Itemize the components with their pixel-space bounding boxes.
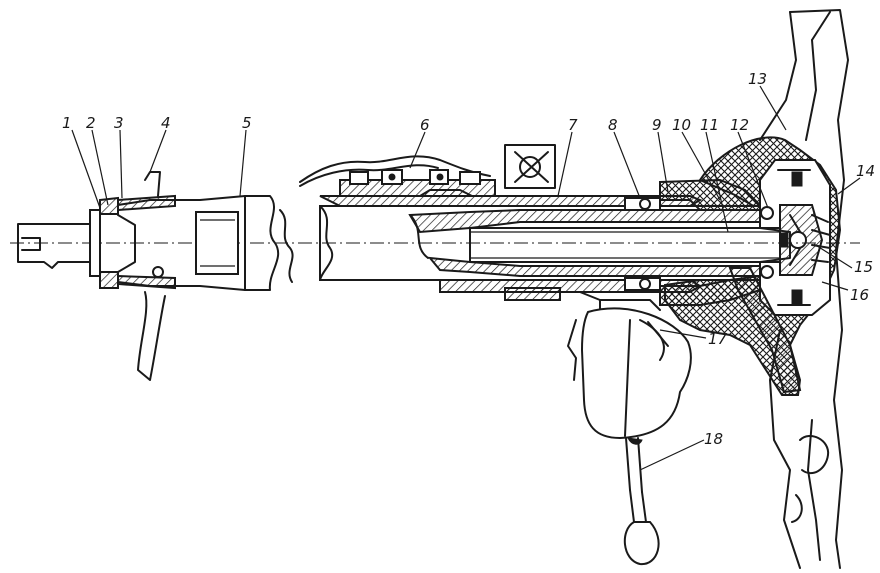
callout-7: 7 — [568, 116, 578, 134]
callout-1: 1 — [62, 114, 72, 132]
callout-4: 4 — [161, 114, 171, 132]
callout-16: 16 — [850, 286, 869, 304]
steering-shaft — [469, 227, 791, 263]
callout-14: 14 — [856, 162, 875, 180]
callout-5: 5 — [242, 114, 252, 132]
callout-15: 15 — [854, 258, 873, 276]
callout-6: 6 — [420, 116, 430, 134]
turn-signal-switch-bracket — [299, 144, 556, 197]
callout-18: 18 — [704, 430, 723, 448]
leader-lines — [71, 85, 861, 471]
callout-labels: 1 2 3 4 5 6 7 8 9 10 11 12 13 14 15 16 1… — [62, 70, 875, 448]
callout-10: 10 — [672, 116, 691, 134]
lower-shaft-end — [17, 171, 294, 381]
turn-signal-switch — [567, 307, 692, 440]
callout-3: 3 — [114, 114, 124, 132]
callout-2: 2 — [86, 114, 96, 132]
callout-13: 13 — [748, 70, 767, 88]
callout-17: 17 — [708, 330, 728, 348]
callout-8: 8 — [608, 116, 618, 134]
column-support-arm — [728, 267, 802, 394]
callout-11: 11 — [700, 116, 719, 134]
turn-signal-lever — [623, 437, 660, 566]
callout-12: 12 — [730, 116, 749, 134]
callout-9: 9 — [652, 116, 662, 134]
